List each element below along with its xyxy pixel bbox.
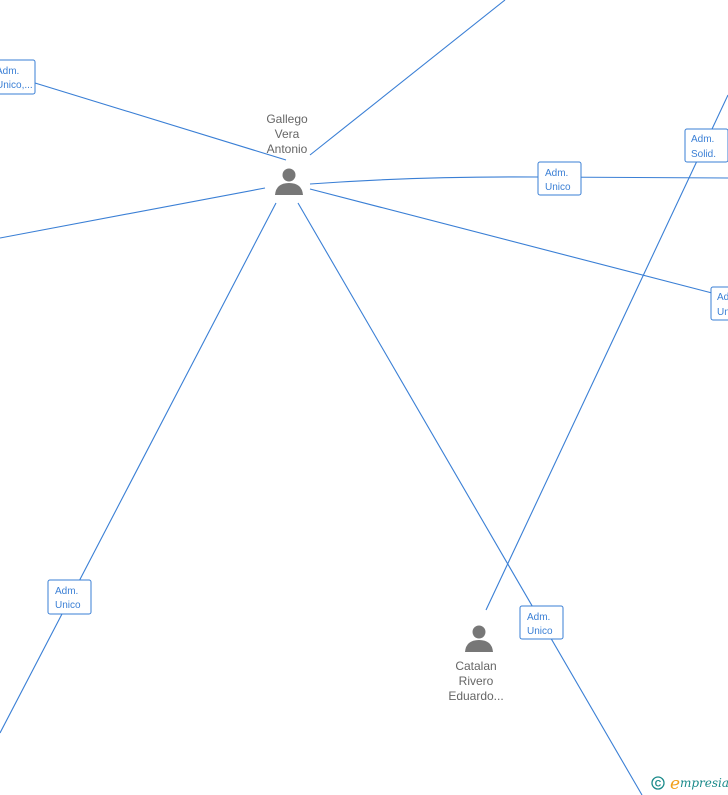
person-node-catalan[interactable]: Catalan Rivero Eduardo... [448, 625, 504, 704]
edge-gallego-top-right [309, 0, 506, 156]
person-name-line3: Antonio [267, 142, 308, 156]
edge-gallego-right-edge [309, 188, 713, 294]
relation-line2: Unico [55, 600, 81, 611]
edge-gallego-bottom [297, 202, 643, 795]
copyright-icon: C [651, 776, 665, 790]
relation-label-right-edge[interactable]: Adm. Unico [710, 286, 728, 321]
edge-gallego-left-middle [0, 187, 266, 239]
svg-text:C: C [655, 779, 662, 789]
brand-name: mpresia [680, 776, 728, 790]
edge-catalan-top-right [485, 94, 728, 611]
person-name-line1: Catalan [455, 659, 496, 673]
relation-line1: Adm. [545, 168, 568, 179]
relation-line2: Unico,... [0, 80, 33, 91]
empresia-watermark: C e mpresia [651, 774, 728, 794]
person-name-line1: Gallego [266, 112, 308, 126]
edge-gallego-left-bottom [0, 202, 277, 734]
brand-initial: e [670, 774, 680, 794]
person-icon [465, 625, 493, 652]
edge-gallego-left-top [34, 82, 287, 161]
person-node-gallego[interactable]: Gallego Vera Antonio [266, 112, 308, 195]
person-name-line3: Eduardo... [448, 689, 503, 703]
relation-line2: Unico [545, 182, 571, 193]
person-name-line2: Vera [275, 127, 300, 141]
relation-label-bottom-mid[interactable]: Adm. Unico [519, 605, 564, 640]
relation-line2: Unico [527, 626, 553, 637]
relation-line2: Solid. [691, 149, 716, 160]
person-icon [275, 168, 303, 195]
relation-line1: Adm. [527, 612, 550, 623]
relation-line1: Adm. [0, 66, 19, 77]
relation-line2: Unico [717, 307, 728, 318]
edge-gallego-right-center [309, 176, 728, 185]
relation-line1: Adm. [717, 292, 728, 303]
relation-line1: Adm. [691, 134, 714, 145]
relation-label-left-bottom[interactable]: Adm. Unico [47, 579, 92, 615]
person-name-line2: Rivero [459, 674, 494, 688]
relation-label-center[interactable]: Adm. Unico [537, 161, 582, 196]
relation-line1: Adm. [55, 586, 78, 597]
relation-label-left-top[interactable]: Adm. Unico,... [0, 59, 36, 95]
relation-label-right-solid[interactable]: Adm. Solid. [684, 128, 728, 163]
